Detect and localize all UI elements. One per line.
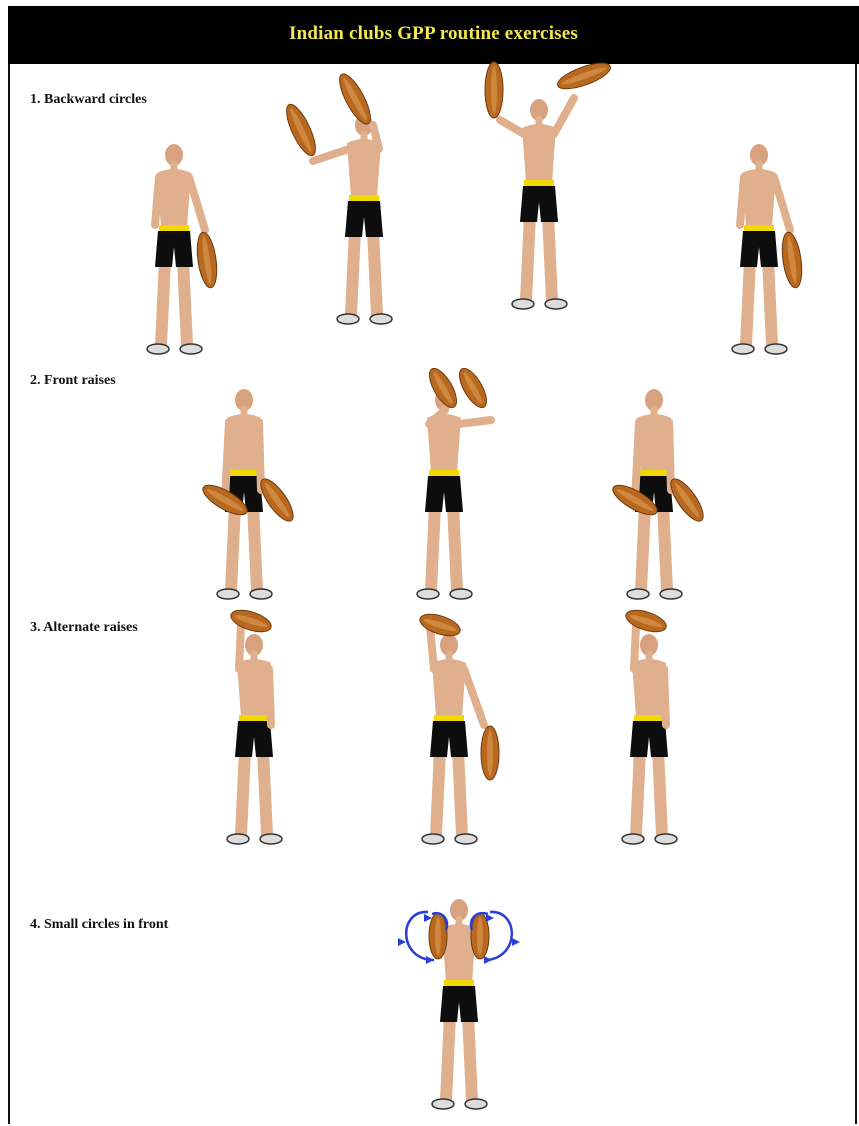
title-banner: Indian clubs GPP routine exercises [8,6,859,64]
figure-1b [295,95,435,335]
figure-2b [375,370,515,610]
figure-4 [390,880,530,1120]
exercise-4-label: 4. Small circles in front [30,917,168,933]
exercise-2-label: 2. Front raises [30,373,116,389]
figure-3b [380,615,520,855]
figure-2a [175,370,315,610]
figure-1d [690,125,830,365]
figure-3c [580,615,720,855]
figure-1c [470,80,610,320]
figure-1a [105,125,245,365]
page-title: Indian clubs GPP routine exercises [8,23,859,45]
figure-3a [185,615,325,855]
exercise-3-label: 3. Alternate raises [30,620,138,636]
figure-2c [585,370,725,610]
exercise-1-label: 1. Backward circles [30,92,147,108]
